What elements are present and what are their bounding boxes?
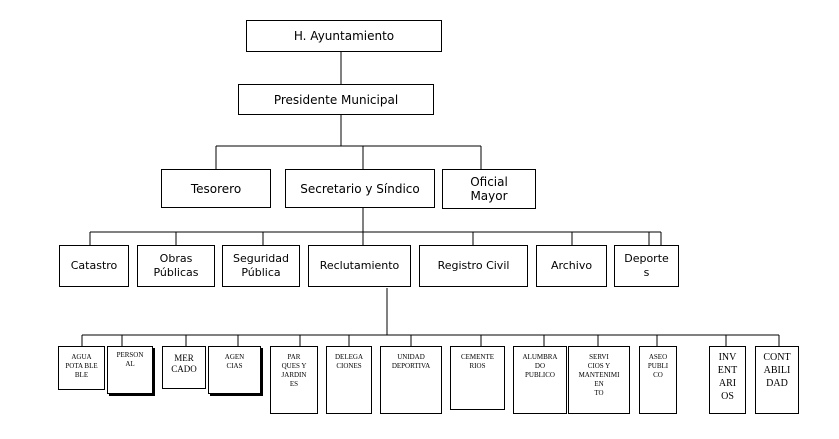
- node-agencias: AGEN CIAS: [208, 346, 261, 394]
- node-deportes: Deporte s: [614, 245, 679, 287]
- node-contabilidad: CONT ABILI DAD: [755, 346, 799, 414]
- node-registro-civil: Registro Civil: [419, 245, 528, 287]
- node-secretario-sindico: Secretario y Síndico: [285, 169, 435, 208]
- node-reclutamiento: Reclutamiento: [308, 245, 411, 287]
- node-servicios-mantenimiento: SERVI CIOS Y MANTENIMI EN TO: [568, 346, 630, 414]
- node-seguridad-publica: Seguridad Pública: [222, 245, 300, 287]
- node-parques-jardines: PAR QUES Y JARDIN ES: [270, 346, 318, 414]
- node-unidad-deportiva: UNIDAD DEPORTIVA: [380, 346, 442, 414]
- node-cementerios: CEMENTE RIOS: [450, 346, 505, 410]
- node-oficial-mayor: Oficial Mayor: [442, 169, 536, 209]
- node-aseo-publico: ASEO PUBLI CO: [639, 346, 677, 414]
- node-obras-publicas: Obras Públicas: [137, 245, 215, 287]
- node-delegaciones: DELEGA CIONES: [326, 346, 372, 414]
- node-mercado: MER CADO: [162, 346, 206, 389]
- node-personal: PERSON AL: [107, 346, 153, 394]
- node-ayuntamiento: H. Ayuntamiento: [246, 20, 442, 52]
- node-alumbrado-publico: ALUMBRA DO PUBLICO: [513, 346, 567, 414]
- node-inventarios: INV ENT ARI OS: [709, 346, 746, 414]
- node-tesorero: Tesorero: [161, 169, 271, 208]
- node-presidente-municipal: Presidente Municipal: [238, 84, 434, 115]
- node-agua-potable: AGUA POTA BLE BLE: [58, 346, 105, 390]
- node-catastro: Catastro: [59, 245, 129, 287]
- node-archivo: Archivo: [536, 245, 607, 287]
